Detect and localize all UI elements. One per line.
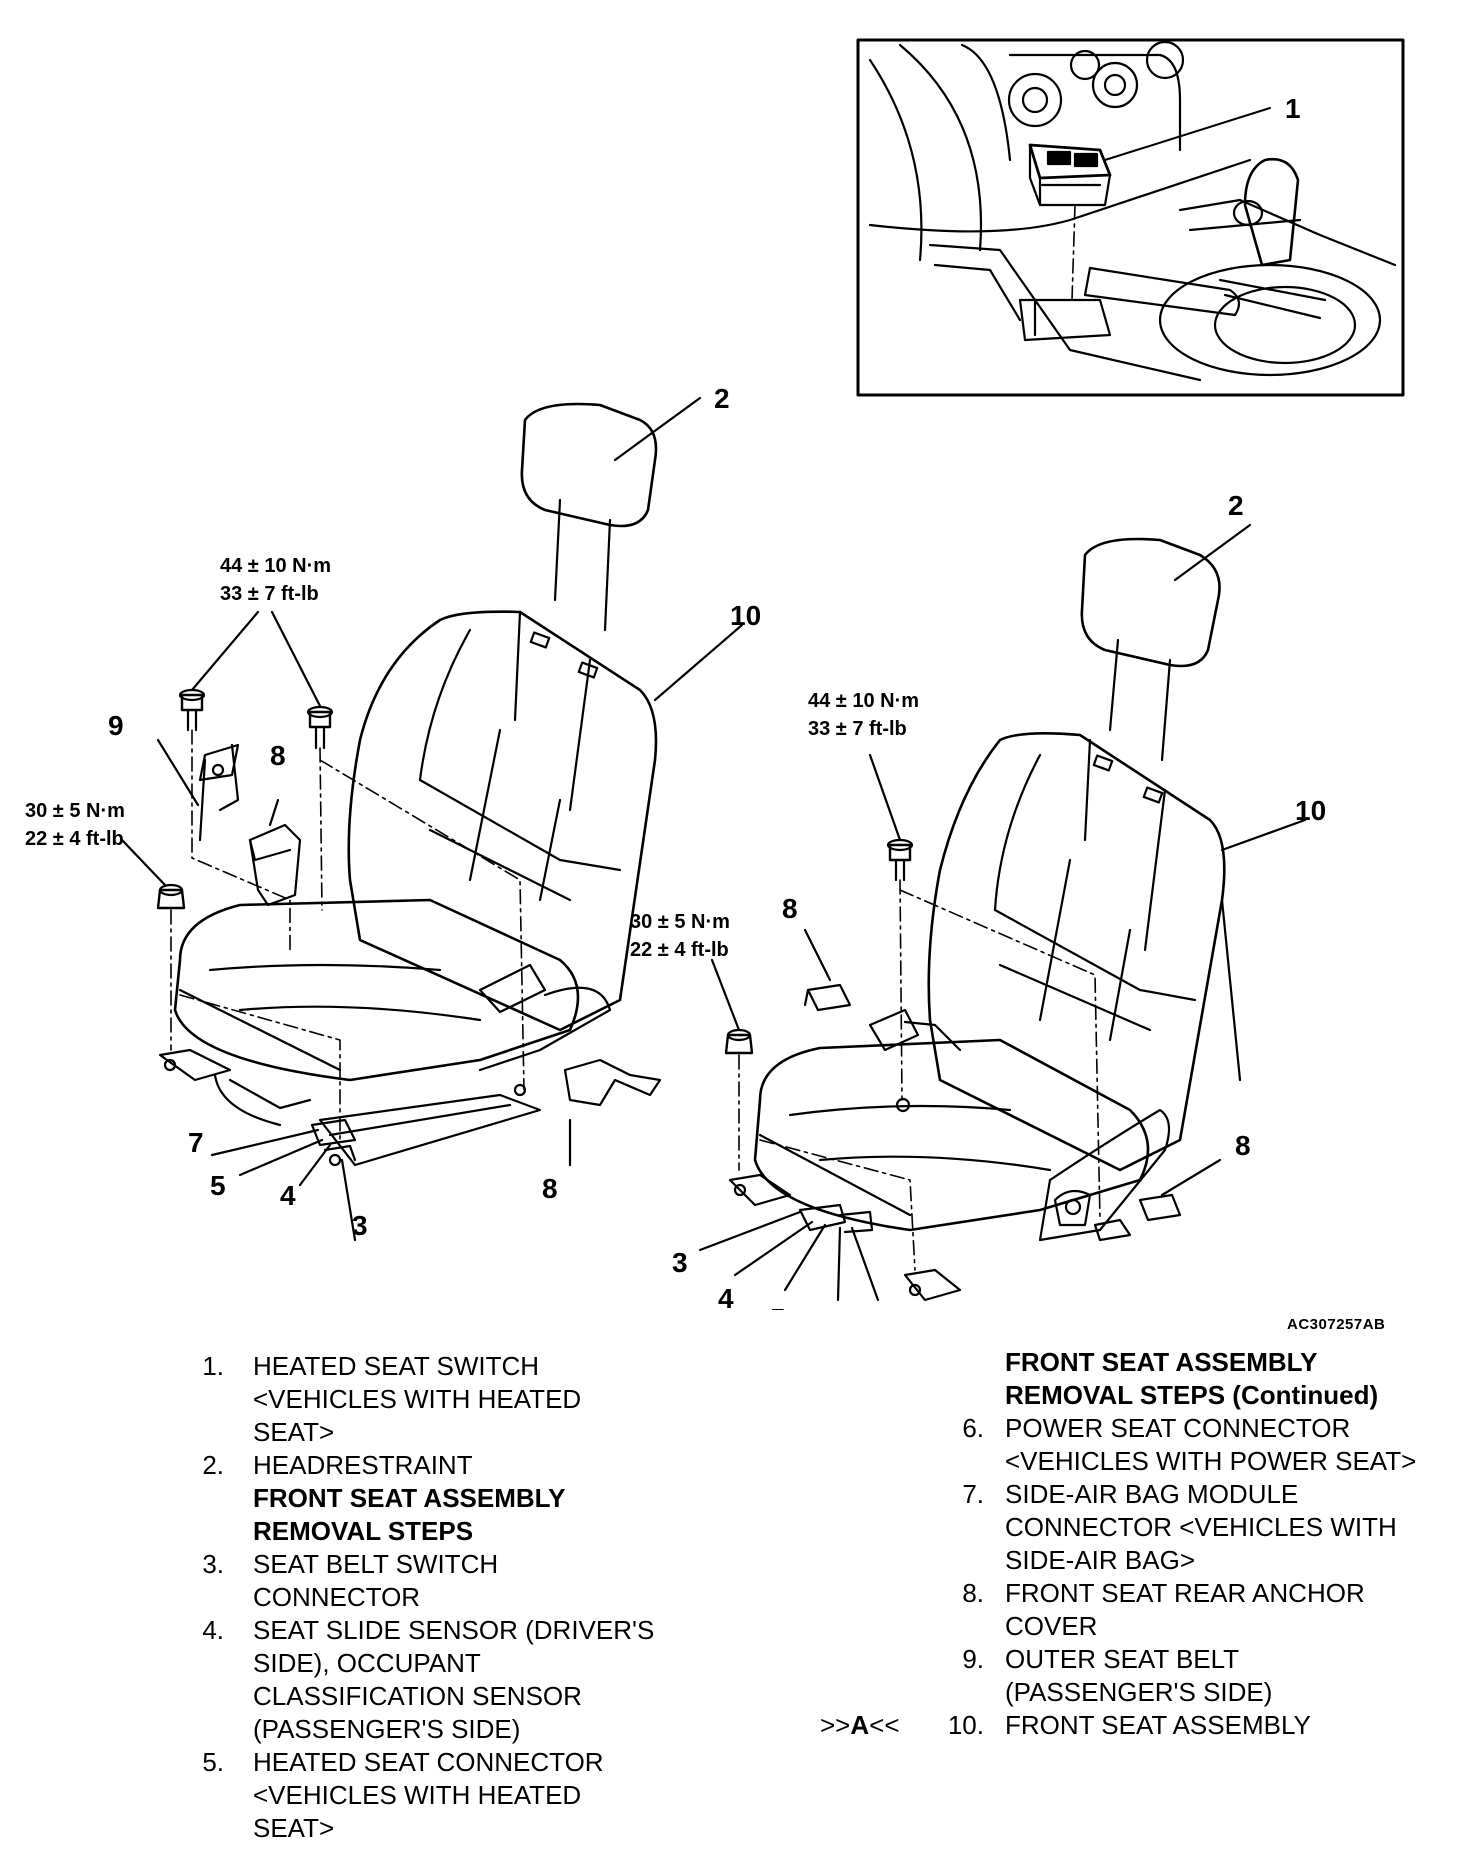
marker-prefix: >> <box>820 1710 851 1740</box>
item-number: 5. <box>202 1747 224 1777</box>
item-text-line: COVER <box>1005 1611 1098 1641</box>
right-seat-assembly <box>698 523 1307 1302</box>
item-text-line: CONNECTOR <box>253 1582 421 1612</box>
inset-console-view <box>856 38 1405 397</box>
item-text-line: <VEHICLES WITH HEATED <box>253 1780 582 1810</box>
item-text-line: <VEHICLES WITH HEATED <box>253 1384 582 1414</box>
item-text-line: SEAT SLIDE SENSOR (DRIVER'S <box>253 1615 655 1645</box>
item-number: 8. <box>962 1578 984 1608</box>
callout-3-right: 3 <box>672 1247 688 1278</box>
list-item-6: 6. POWER SEAT CONNECTOR <VEHICLES WITH P… <box>820 1412 1460 1478</box>
list-item-4: 4. SEAT SLIDE SENSOR (DRIVER'S SIDE), OC… <box>180 1614 710 1746</box>
torque-left-lower-nm: 30 ± 5 N·m <box>25 800 125 822</box>
removal-steps-heading: FRONT SEAT ASSEMBLY REMOVAL STEPS <box>180 1482 710 1548</box>
seat-removal-diagram: 1 2 10 9 8 7 5 4 3 8 2 10 8 8 3 4 5 6 7 … <box>25 38 1405 1310</box>
torque-right-lower-nm: 30 ± 5 N·m <box>630 911 730 933</box>
parts-list-right: FRONT SEAT ASSEMBLY REMOVAL STEPS (Conti… <box>820 1346 1460 1742</box>
item-text-line: (PASSENGER'S SIDE) <box>1005 1677 1273 1707</box>
torque-left-lower-ftlb: 22 ± 4 ft-lb <box>25 828 124 850</box>
removal-steps-continued-heading: FRONT SEAT ASSEMBLY REMOVAL STEPS (Conti… <box>820 1346 1460 1412</box>
item-number: 1. <box>202 1351 224 1381</box>
callout-8-lower-right: 8 <box>1235 1130 1251 1161</box>
callout-1: 1 <box>1285 93 1301 124</box>
item-text-line: SIDE-AIR BAG MODULE <box>1005 1479 1299 1509</box>
item-text-line: <VEHICLES WITH POWER SEAT> <box>1005 1446 1417 1476</box>
marker-suffix: << <box>869 1710 900 1740</box>
item-number: 10. <box>947 1710 984 1740</box>
item-text-line: SIDE-AIR BAG> <box>1005 1545 1195 1575</box>
list-item-7: 7. SIDE-AIR BAG MODULE CONNECTOR <VEHICL… <box>820 1478 1460 1577</box>
callout-3-left: 3 <box>352 1210 368 1241</box>
heading-line: FRONT SEAT ASSEMBLY <box>1005 1347 1318 1377</box>
callout-8-upper-left: 8 <box>270 740 286 771</box>
item-text-line: HEADRESTRAINT <box>253 1450 473 1480</box>
item-number: 2. <box>202 1450 224 1480</box>
heading-line: FRONT SEAT ASSEMBLY <box>253 1483 566 1513</box>
item-number: 3. <box>202 1549 224 1579</box>
list-item-3: 3. SEAT BELT SWITCH CONNECTOR <box>180 1548 710 1614</box>
torque-right-upper-nm: 44 ± 10 N·m <box>808 690 919 712</box>
callout-2-right: 2 <box>1228 490 1244 521</box>
callout-10-right: 10 <box>1295 795 1326 826</box>
parts-list-left: 1. HEATED SEAT SWITCH <VEHICLES WITH HEA… <box>180 1350 710 1845</box>
marker-letter: A <box>850 1710 870 1740</box>
item-text-line: OUTER SEAT BELT <box>1005 1644 1240 1674</box>
item-text-line: SIDE), OCCUPANT <box>253 1648 481 1678</box>
callout-9: 9 <box>108 710 124 741</box>
item-text-line: HEATED SEAT SWITCH <box>253 1351 540 1381</box>
list-item-10: >>A<< 10. FRONT SEAT ASSEMBLY <box>820 1709 1460 1742</box>
item-text-line: CLASSIFICATION SENSOR <box>253 1681 582 1711</box>
callout-7-left: 7 <box>188 1127 204 1158</box>
figure-code: AC307257AB <box>1287 1316 1386 1333</box>
callout-4-left: 4 <box>280 1180 296 1211</box>
list-item-2: 2. HEADRESTRAINT <box>180 1449 710 1482</box>
callout-5-left: 5 <box>210 1170 226 1201</box>
list-item-1: 1. HEATED SEAT SWITCH <VEHICLES WITH HEA… <box>180 1350 710 1449</box>
item-text-line: HEATED SEAT CONNECTOR <box>253 1747 604 1777</box>
left-seat-assembly <box>120 396 744 1242</box>
item-text-line: POWER SEAT CONNECTOR <box>1005 1413 1351 1443</box>
torque-left-upper-nm: 44 ± 10 N·m <box>220 555 331 577</box>
item-number: 7. <box>962 1479 984 1509</box>
item-text-line: (PASSENGER'S SIDE) <box>253 1714 521 1744</box>
item-number: 6. <box>962 1413 984 1443</box>
item-text-line: SEAT BELT SWITCH <box>253 1549 499 1579</box>
callout-8-lower-left: 8 <box>542 1173 558 1204</box>
item-text-line: SEAT> <box>253 1813 335 1843</box>
item-text-line: CONNECTOR <VEHICLES WITH <box>1005 1512 1397 1542</box>
list-item-5: 5. HEATED SEAT CONNECTOR <VEHICLES WITH … <box>180 1746 710 1845</box>
list-item-8: 8. FRONT SEAT REAR ANCHOR COVER <box>820 1577 1460 1643</box>
item-number: 4. <box>202 1615 224 1645</box>
callout-4-right: 4 <box>718 1283 734 1310</box>
torque-left-upper-ftlb: 33 ± 7 ft-lb <box>220 583 319 605</box>
torque-right-lower-ftlb: 22 ± 4 ft-lb <box>630 939 729 961</box>
item-text-line: FRONT SEAT REAR ANCHOR <box>1005 1578 1365 1608</box>
callout-6-right: 6 <box>824 1307 840 1310</box>
callout-5-right: 5 <box>770 1303 786 1310</box>
service-point-marker: >>A<< <box>820 1709 900 1742</box>
callout-2-left: 2 <box>714 383 730 414</box>
callout-8-upper-right: 8 <box>782 893 798 924</box>
callout-10-left: 10 <box>730 600 761 631</box>
list-item-9: 9. OUTER SEAT BELT (PASSENGER'S SIDE) <box>820 1643 1460 1709</box>
item-text-line: SEAT> <box>253 1417 335 1447</box>
heading-line: REMOVAL STEPS (Continued) <box>1005 1380 1379 1410</box>
item-number: 9. <box>962 1644 984 1674</box>
heading-line: REMOVAL STEPS <box>253 1516 474 1546</box>
torque-right-upper-ftlb: 33 ± 7 ft-lb <box>808 718 907 740</box>
item-text-line: FRONT SEAT ASSEMBLY <box>1005 1710 1311 1740</box>
callout-7-right: 7 <box>866 1307 882 1310</box>
